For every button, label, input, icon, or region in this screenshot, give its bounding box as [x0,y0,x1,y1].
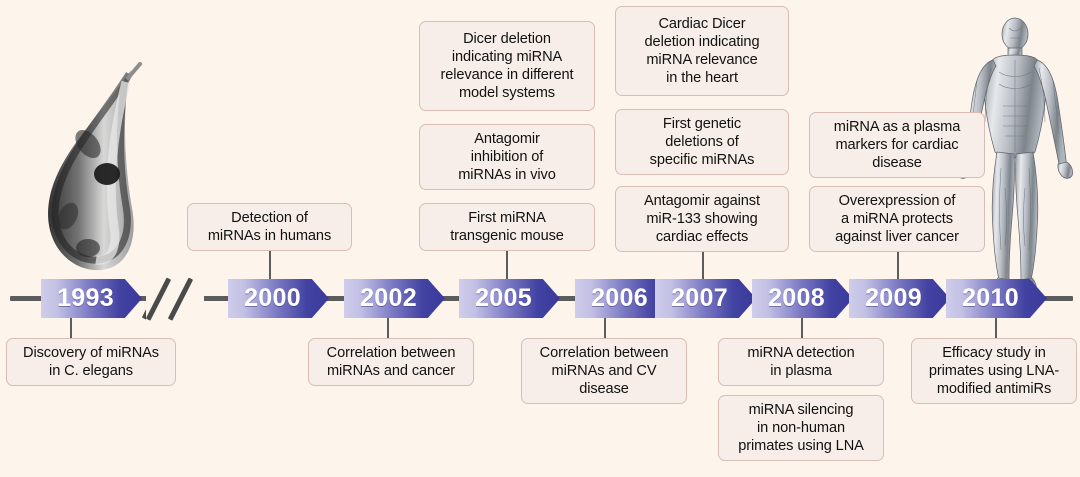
event-box-above-2007-cardiac-dicer: Cardiac Dicer deletion indicating miRNA … [615,6,789,96]
connector-2009-above [897,252,899,290]
event-box-below-2002-correlation-cancer: Correlation between miRNAs and cancer [308,338,474,386]
connector-2007-above [702,252,704,290]
timeline-year-2008[interactable]: 2008 [752,279,853,318]
event-box-below-2008-silencing-primates: miRNA silencing in non-human primates us… [718,395,884,461]
connector-2002-below [387,318,389,340]
timeline-year-2000[interactable]: 2000 [228,279,329,318]
event-box-above-2005-antagomir-inhibition: Antagomir inhibition of miRNAs in vivo [419,124,595,190]
connector-2008-below [801,318,803,340]
event-box-above-2005-first-transgenic-mouse: First miRNA transgenic mouse [419,203,595,251]
event-box-above-2009-overexpression-liver: Overexpression of a miRNA protects again… [809,186,985,252]
timeline-year-1993[interactable]: 1993 [41,279,142,318]
timeline-year-2010[interactable]: 2010 [946,279,1047,318]
event-box-below-2008-detection-plasma: miRNA detection in plasma [718,338,884,386]
connector-2010-below [995,318,997,340]
c-elegans-worm-image [48,62,142,271]
connector-2006-below [604,318,606,340]
human-anatomy-figure-image [957,17,1073,295]
timeline-year-2002[interactable]: 2002 [344,279,445,318]
timeline-year-2005[interactable]: 2005 [459,279,560,318]
connector-2000-above [269,251,271,290]
event-box-above-2007-antagomir-mir133: Antagomir against miR-133 showing cardia… [615,186,789,252]
timeline-year-2009[interactable]: 2009 [849,279,950,318]
connector-2005-above [506,251,508,290]
connector-1993-below [70,318,72,340]
timeline-year-2007[interactable]: 2007 [655,279,756,318]
event-box-above-2007-first-genetic-deletions: First genetic deletions of specific miRN… [615,109,789,175]
event-box-above-2000-detection: Detection of miRNAs in humans [187,203,352,251]
event-box-above-2009-plasma-markers: miRNA as a plasma markers for cardiac di… [809,112,985,178]
event-box-below-1993-discovery: Discovery of miRNAs in C. elegans [6,338,176,386]
event-box-below-2010-efficacy-primates: Efficacy study in primates using LNA- mo… [911,338,1077,404]
event-box-above-2005-dicer-deletion: Dicer deletion indicating miRNA relevanc… [419,21,595,111]
event-box-below-2006-correlation-cv: Correlation between miRNAs and CV diseas… [521,338,687,404]
axis-break-mask [146,272,204,324]
